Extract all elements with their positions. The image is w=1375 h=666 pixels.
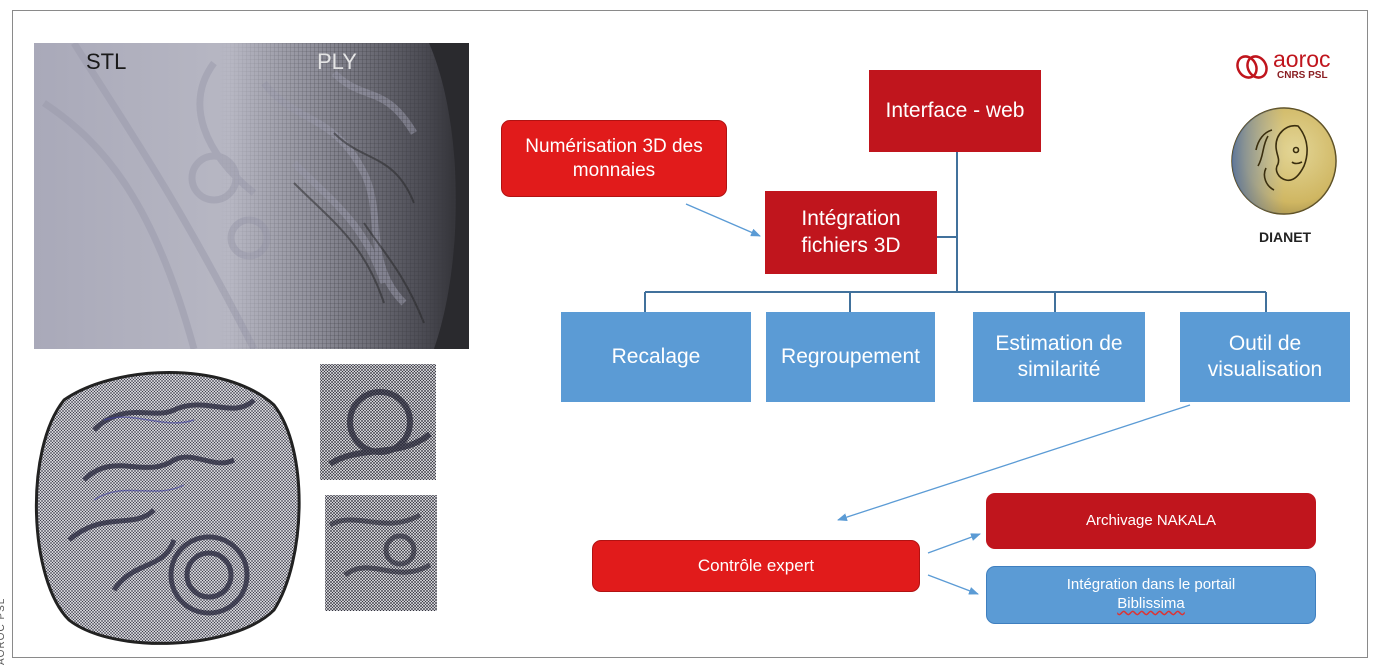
aoroc-logo-name: aoroc [1273,46,1331,72]
arrow-controle-to-portail [927,574,979,595]
stl-label: STL [86,49,127,74]
mesh-detail-image-top [320,364,436,480]
arrow-numerisation-to-integration [685,203,761,237]
stl-ply-mesh-image: STL PLY [34,43,469,349]
node-integration-portail-line1: Intégration dans le portail [1066,576,1236,594]
node-integration-portail-line2: Biblissima [1117,595,1185,612]
node-integration-portail: Intégration dans le portail Biblissima [986,566,1316,624]
aoroc-logo-subtitle: CNRS PSL [1277,70,1328,81]
ply-label: PLY [317,49,357,74]
dianet-coin-logo [1228,106,1340,216]
dianet-label: DIANET [1259,229,1312,245]
coin-render [35,371,301,645]
figure-frame [12,10,1368,658]
node-recalage: Recalage [561,312,751,402]
tree-connector [644,152,1267,312]
arrow-outil-to-controle [837,404,1191,522]
node-controle-expert: Contrôle expert [592,540,920,592]
mesh-detail-top-render [320,364,436,480]
node-regroupement: Regroupement [766,312,935,402]
dianet-coin-icon [1231,107,1337,215]
node-archivage-nakala: Archivage NAKALA [986,493,1316,549]
node-estimation-similarite: Estimation de similarité [973,312,1145,402]
node-interface-web: Interface - web [869,70,1041,152]
node-numerisation: Numérisation 3D des monnaies [501,120,727,197]
node-outil-visualisation: Outil de visualisation [1180,312,1350,402]
mesh-detail-bottom-render [325,495,437,611]
node-integration-fichiers-3d: Intégration fichiers 3D [765,191,937,274]
arrow-controle-to-archivage [927,533,981,554]
mesh-render [34,43,469,349]
aoroc-logo-icon [1236,55,1268,79]
coin-mesh-image [24,360,306,652]
mesh-detail-image-bottom [325,495,437,611]
aoroc-logo: aoroc CNRS PSL [1235,46,1355,88]
